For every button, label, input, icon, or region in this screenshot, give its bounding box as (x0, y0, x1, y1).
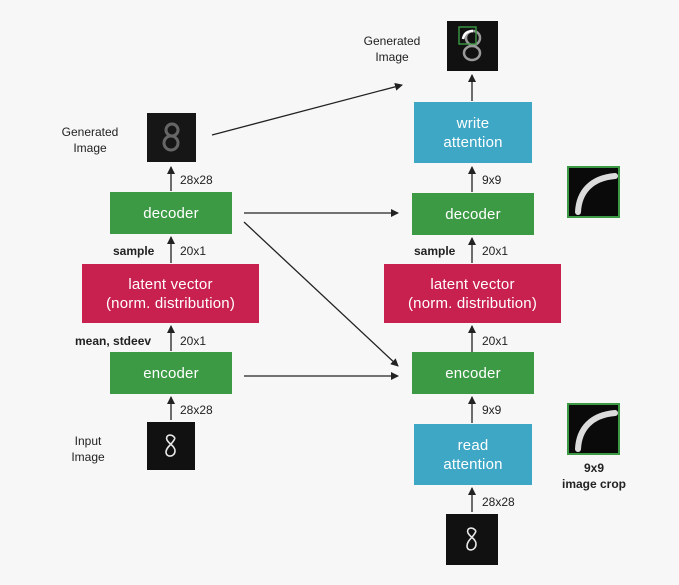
image-crop-caption: 9x9 image crop (561, 461, 627, 491)
generated-image-caption-right: Generated Image (363, 34, 421, 64)
size-label-9x9-top-right: 9x9 (482, 173, 502, 187)
write-attention-box: write attention (414, 102, 532, 163)
input-image-caption-left: Input Image (71, 434, 105, 464)
size-label-28x28-top-left: 28x28 (180, 173, 213, 187)
size-label-9x9-bottom-right: 9x9 (482, 403, 502, 417)
arrow-generated-left-to-right (211, 82, 403, 136)
crop-image-bottom-right (567, 403, 620, 455)
read-attention-box: read attention (414, 424, 532, 485)
decoder-box-right: decoder (412, 193, 534, 235)
size-label-28x28-right: 28x28 (482, 495, 515, 509)
encoder-box-left: encoder (110, 352, 232, 394)
size-label-20x1-bottom-left: 20x1 (180, 334, 207, 348)
generated-image-caption-left: Generated Image (61, 125, 119, 155)
generated-image-right (447, 21, 498, 71)
sample-label-right: sample (414, 244, 456, 258)
size-label-20x1-top-right: 20x1 (482, 244, 509, 258)
latent-vector-box-right: latent vector (norm. distribution) (384, 264, 561, 323)
latent-vector-box-left: latent vector (norm. distribution) (82, 264, 259, 323)
size-label-20x1-bottom-right: 20x1 (482, 334, 509, 348)
arrow-decoder-left-to-encoder-right (243, 221, 399, 367)
size-label-20x1-top-left: 20x1 (180, 244, 207, 258)
input-image-right (446, 514, 498, 565)
sample-label-left: sample (113, 244, 155, 258)
input-image-left (147, 422, 195, 470)
decoder-box-left: decoder (110, 192, 232, 234)
size-label-28x28-bottom-left: 28x28 (180, 403, 213, 417)
encoder-box-right: encoder (412, 352, 534, 394)
generated-image-left (147, 113, 196, 162)
crop-image-top-right (567, 166, 620, 218)
mean-stdeev-label: mean, stdeev (75, 334, 152, 348)
